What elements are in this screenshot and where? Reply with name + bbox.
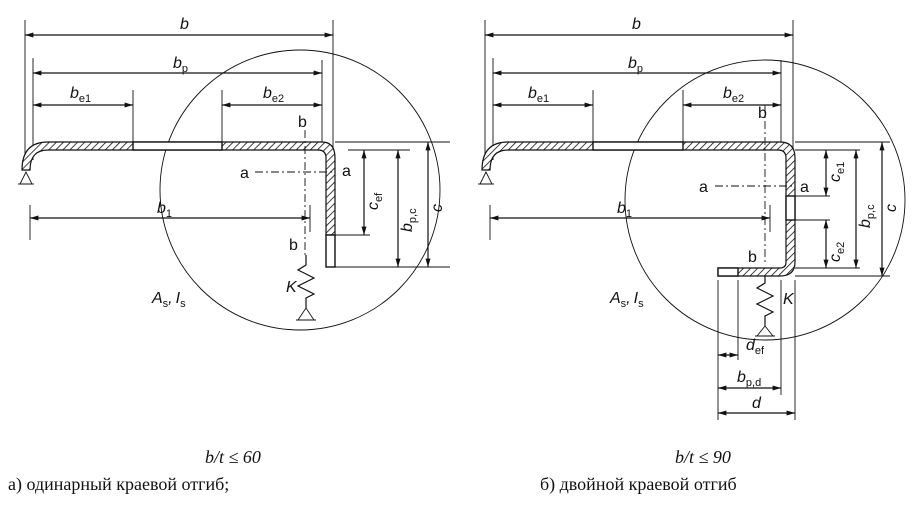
label-a-cef: cef — [365, 192, 385, 210]
label-b-a-left: a — [699, 179, 708, 196]
label-b-def: def — [746, 337, 765, 357]
label-b-be1: be1 — [528, 85, 549, 105]
label-b-d: d — [752, 395, 762, 412]
panel-a: b bp be1 be2 b1 b b a a K As,Is cef bp,c… — [8, 16, 450, 495]
label-b-K: K — [783, 291, 795, 308]
label-b-be2: be2 — [723, 85, 744, 105]
label-b-c: c — [883, 204, 900, 212]
label-a-bpc: bp,c — [399, 208, 419, 232]
label-a-be2: be2 — [263, 85, 284, 105]
label-a-c: c — [429, 204, 446, 212]
panel-b-circle — [624, 59, 906, 341]
label-a-b-bot: b — [289, 237, 298, 254]
panel-a-section — [21, 141, 336, 236]
label-a-b1: b1 — [157, 200, 172, 220]
label-a-K: K — [286, 279, 298, 296]
panel-a-circle — [159, 49, 441, 331]
panel-b-return-effective — [717, 267, 739, 277]
label-b-bpd: bp,d — [737, 369, 761, 389]
condition-b: b/t ≤ 90 — [675, 447, 731, 467]
condition-a: b/t ≤ 60 — [205, 447, 261, 467]
label-a-b: b — [180, 16, 189, 33]
caption-b: б) двойной краевой отгиб — [540, 474, 737, 495]
label-b-bpc: bp,c — [857, 204, 877, 228]
caption-a: а) одинарный краевой отгиб; — [8, 474, 229, 495]
label-b-ce1: ce1 — [827, 162, 847, 182]
panel-b-lip-effective — [785, 195, 796, 221]
label-a-a-left: a — [240, 165, 249, 182]
label-b-As-Is: As,Is — [609, 290, 644, 310]
label-b-b1: b1 — [617, 200, 632, 220]
panel-b: b bp be1 be2 b1 b b a a K As,Is def bp,d… — [478, 16, 906, 495]
label-b-b: b — [632, 16, 641, 33]
label-a-As-Is: As,Is — [151, 290, 186, 310]
label-b-b-top: b — [758, 105, 767, 122]
label-b-a-right: a — [800, 179, 809, 196]
label-b-bp: bp — [628, 55, 643, 75]
panel-a-lip-effective — [325, 234, 336, 268]
label-a-bp: bp — [173, 55, 188, 75]
label-a-be1: be1 — [70, 85, 91, 105]
panel-b-effective-zone — [592, 141, 684, 151]
label-b-b-bot: b — [748, 249, 757, 266]
label-b-ce2: ce2 — [827, 242, 847, 262]
label-a-b-top: b — [298, 114, 307, 131]
panel-a-effective-zone — [132, 141, 223, 151]
label-a-a-right: a — [342, 163, 351, 180]
